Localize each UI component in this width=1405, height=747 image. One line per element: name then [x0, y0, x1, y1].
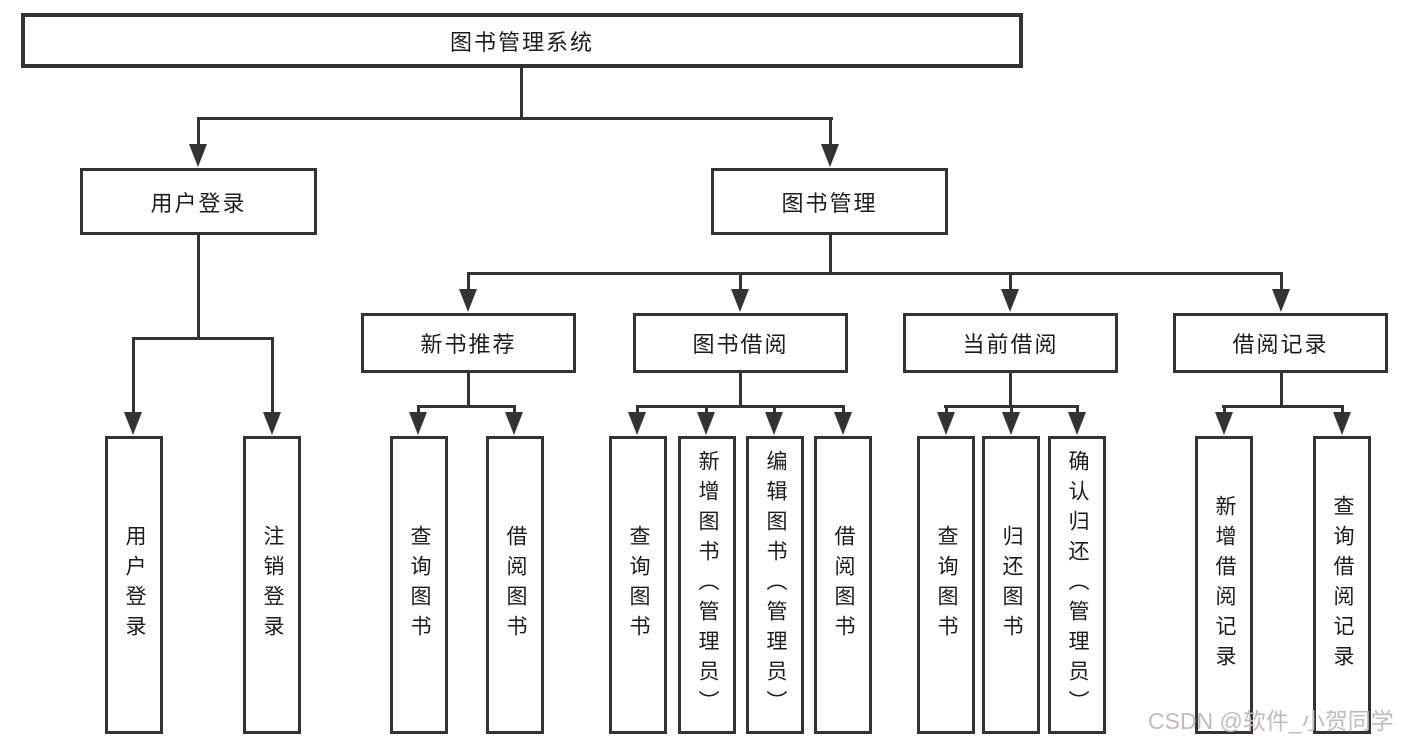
- node-label: 用户登录: [150, 190, 247, 216]
- connector-line: [271, 337, 274, 415]
- node-label: 注销登录: [261, 525, 284, 645]
- leaf-borrow-books: 借阅图书: [814, 436, 872, 734]
- arrow-down-icon: [1333, 412, 1351, 435]
- arrow-down-icon: [834, 412, 852, 435]
- connector-line: [132, 337, 135, 415]
- connector-line: [1280, 272, 1283, 292]
- node-label: 借阅图书: [832, 525, 855, 645]
- leaf-query-borrow-record: 查询借阅记录: [1313, 436, 1371, 734]
- arrow-down-icon: [731, 289, 749, 312]
- arrow-down-icon: [1272, 289, 1290, 312]
- connector-line: [197, 117, 833, 120]
- node-label: 查询图书: [408, 525, 431, 645]
- connector-line: [467, 272, 470, 292]
- leaf-logout: 注销登录: [243, 436, 301, 734]
- connector-line: [945, 405, 948, 415]
- node-label: 借阅图书: [504, 525, 527, 645]
- leaf-user-login: 用户登录: [105, 436, 163, 734]
- node-label: 当前借阅: [962, 332, 1059, 357]
- connector-line: [132, 337, 274, 340]
- csdn-watermark: CSDN @软件_小贺同学: [1148, 708, 1394, 734]
- connector-line: [1010, 405, 1013, 415]
- arrow-down-icon: [937, 412, 955, 435]
- node-label: 编辑图书（管理员）: [764, 450, 787, 720]
- arrow-down-icon: [124, 412, 142, 435]
- connector-line: [773, 405, 776, 415]
- arrow-down-icon: [1068, 412, 1086, 435]
- connector-line: [197, 117, 200, 146]
- connector-line: [1341, 405, 1344, 415]
- arrow-down-icon: [459, 289, 477, 312]
- connector-line: [417, 405, 516, 408]
- arrow-down-icon: [1002, 412, 1020, 435]
- arrow-down-icon: [263, 412, 281, 435]
- connector-line: [829, 235, 832, 274]
- leaf-return-books: 归还图书: [982, 436, 1040, 734]
- connector-line: [842, 405, 845, 415]
- node-label: 新书推荐: [420, 332, 517, 357]
- node-book-management: 图书管理: [711, 168, 948, 235]
- connector-line: [1076, 405, 1079, 415]
- leaf-query-books: 查询图书: [609, 436, 667, 734]
- connector-line: [520, 68, 523, 118]
- leaf-edit-book-admin: 编辑图书（管理员）: [746, 436, 804, 734]
- connector-line: [513, 405, 516, 415]
- leaf-add-book-admin: 新增图书（管理员）: [678, 436, 736, 734]
- arrow-down-icon: [1215, 412, 1233, 435]
- connector-line: [636, 405, 845, 408]
- leaf-query-books: 查询图书: [917, 436, 975, 734]
- connector-line: [417, 405, 420, 415]
- node-label: 确认归还（管理员）: [1066, 450, 1089, 720]
- leaf-add-borrow-record: 新增借阅记录: [1195, 436, 1253, 734]
- node-label: 用户登录: [123, 525, 146, 645]
- connector-line: [1222, 405, 1344, 408]
- leaf-query-books: 查询图书: [390, 436, 448, 734]
- node-label: 图书管理: [781, 190, 878, 216]
- arrow-down-icon: [697, 412, 715, 435]
- connector-line: [1223, 405, 1226, 415]
- node-label: 新增图书（管理员）: [696, 450, 719, 720]
- arrow-down-icon: [409, 412, 427, 435]
- connector-line: [1009, 272, 1012, 292]
- node-new-book-recommend: 新书推荐: [361, 313, 576, 373]
- connector-line: [467, 272, 1283, 275]
- node-borrowing-records: 借阅记录: [1173, 313, 1388, 373]
- node-label: 查询图书: [627, 525, 650, 645]
- arrow-down-icon: [1001, 289, 1019, 312]
- node-label: 查询图书: [935, 525, 958, 645]
- connector-line: [739, 272, 742, 292]
- node-user-login: 用户登录: [80, 168, 317, 235]
- connector-line: [1280, 373, 1283, 407]
- node-library-management-system: 图书管理系统: [21, 13, 1023, 68]
- arrow-down-icon: [189, 144, 207, 167]
- arrow-down-icon: [821, 144, 839, 167]
- connector-line: [705, 405, 708, 415]
- node-label: 归还图书: [1000, 525, 1023, 645]
- arrow-down-icon: [765, 412, 783, 435]
- node-label: 新增借阅记录: [1213, 495, 1236, 675]
- leaf-borrow-books: 借阅图书: [486, 436, 544, 734]
- node-label: 查询借阅记录: [1331, 495, 1354, 675]
- connector-line: [739, 373, 742, 407]
- connector-line: [197, 235, 200, 338]
- node-label: 图书借阅: [692, 332, 789, 357]
- connector-line: [636, 405, 639, 415]
- node-current-borrowing: 当前借阅: [903, 313, 1118, 373]
- arrow-down-icon: [505, 412, 523, 435]
- node-label: 借阅记录: [1232, 332, 1329, 357]
- leaf-confirm-return-admin: 确认归还（管理员）: [1048, 436, 1106, 734]
- connector-line: [829, 117, 832, 146]
- node-label: 图书管理系统: [449, 29, 594, 55]
- arrow-down-icon: [628, 412, 646, 435]
- node-book-borrowing: 图书借阅: [633, 313, 848, 373]
- connector-line: [467, 373, 470, 407]
- connector-line: [1009, 373, 1012, 407]
